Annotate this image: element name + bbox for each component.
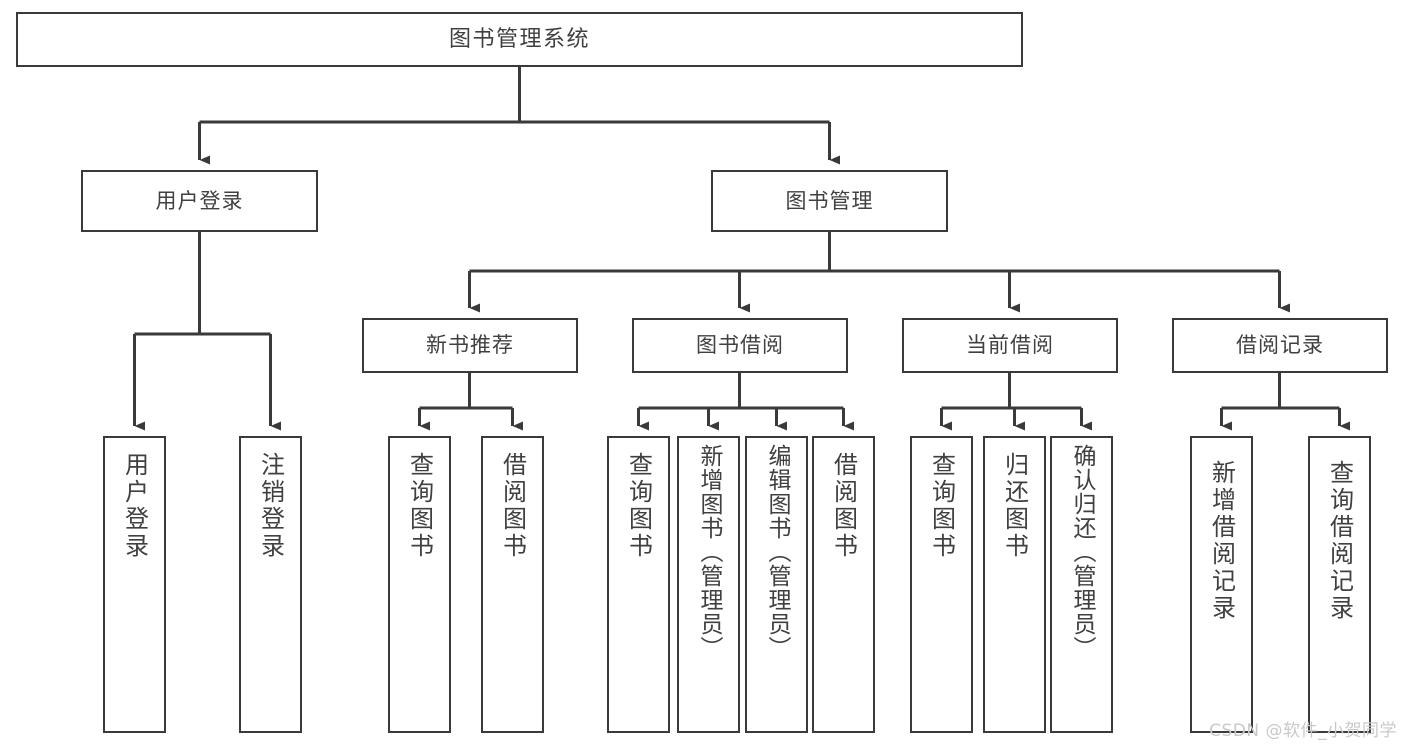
leaf-user-login-label: 用户登录 — [120, 452, 149, 560]
leaf-confirm-return-label: 确认归还（管理员） — [1069, 444, 1095, 660]
leaf-add-book-label: 新增图书（管理员） — [696, 444, 722, 660]
leaf-query-record-label: 查询借阅记录 — [1325, 460, 1354, 622]
leaf-borrow-book-1-label: 借阅图书 — [498, 452, 527, 560]
leaf-query-record[interactable]: 查询借阅记录 — [1308, 436, 1371, 733]
leaf-query-book-3[interactable]: 查询图书 — [910, 436, 973, 733]
leaf-logout[interactable]: 注销登录 — [239, 436, 302, 733]
node-book-borrow-label: 图书借阅 — [696, 333, 784, 358]
node-current-borrow[interactable]: 当前借阅 — [902, 318, 1118, 373]
node-new-book-rec[interactable]: 新书推荐 — [362, 318, 578, 373]
node-user-login[interactable]: 用户登录 — [81, 170, 318, 232]
node-root[interactable]: 图书管理系统 — [16, 12, 1023, 67]
leaf-query-book-1[interactable]: 查询图书 — [388, 436, 451, 733]
leaf-borrow-book-1[interactable]: 借阅图书 — [481, 436, 544, 733]
leaf-user-login[interactable]: 用户登录 — [103, 436, 166, 733]
leaf-query-book-2[interactable]: 查询图书 — [607, 436, 670, 733]
node-user-login-label: 用户登录 — [155, 188, 244, 213]
leaf-add-book[interactable]: 新增图书（管理员） — [677, 436, 740, 733]
leaf-borrow-book-2[interactable]: 借阅图书 — [812, 436, 875, 733]
node-borrow-record[interactable]: 借阅记录 — [1172, 318, 1388, 373]
leaf-add-record-label: 新增借阅记录 — [1207, 460, 1236, 622]
leaf-return-book-label: 归还图书 — [1000, 452, 1029, 560]
leaf-logout-label: 注销登录 — [256, 452, 285, 560]
node-root-label: 图书管理系统 — [448, 26, 590, 52]
leaf-edit-book[interactable]: 编辑图书（管理员） — [745, 436, 808, 733]
leaf-return-book[interactable]: 归还图书 — [983, 436, 1046, 733]
node-new-book-rec-label: 新书推荐 — [426, 333, 514, 358]
leaf-confirm-return[interactable]: 确认归还（管理员） — [1050, 436, 1113, 733]
node-book-manage[interactable]: 图书管理 — [711, 170, 948, 232]
node-current-borrow-label: 当前借阅 — [966, 333, 1054, 358]
leaf-query-book-2-label: 查询图书 — [624, 452, 653, 560]
leaf-query-book-1-label: 查询图书 — [405, 452, 434, 560]
leaf-add-record[interactable]: 新增借阅记录 — [1190, 436, 1253, 733]
leaf-query-book-3-label: 查询图书 — [927, 452, 956, 560]
node-borrow-record-label: 借阅记录 — [1236, 333, 1324, 358]
csdn-watermark: CSDN @软件_小贺同学 — [1209, 721, 1397, 741]
node-book-borrow[interactable]: 图书借阅 — [632, 318, 848, 373]
leaf-borrow-book-2-label: 借阅图书 — [829, 452, 858, 560]
node-book-manage-label: 图书管理 — [785, 188, 874, 213]
leaf-edit-book-label: 编辑图书（管理员） — [764, 444, 790, 660]
